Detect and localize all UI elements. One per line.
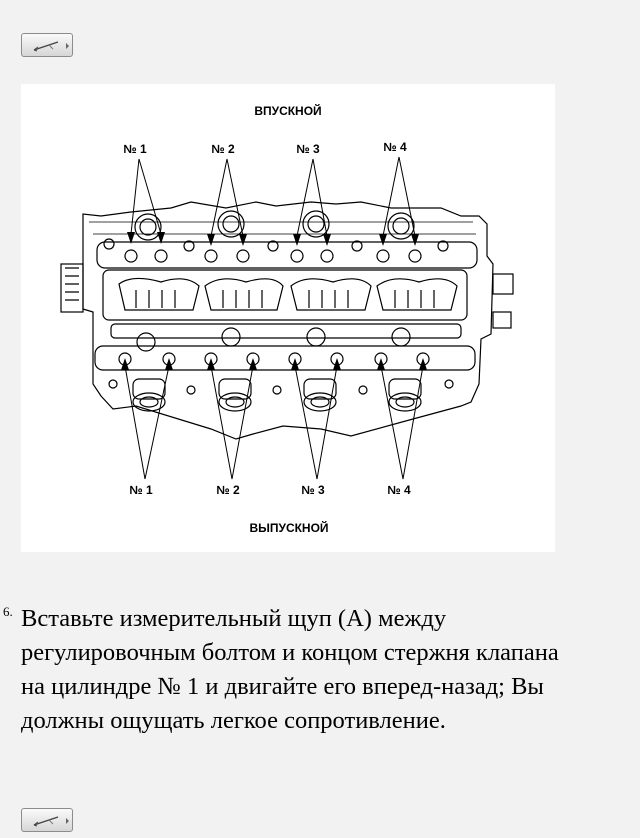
exhaust-label: ВЫПУСКНОЙ xyxy=(249,521,329,535)
cylinder-head-drawing xyxy=(60,156,514,480)
exhaust-cylinder-3-label: № 3 xyxy=(301,483,325,497)
step-instruction: Вставьте измерительный щуп (A) между рег… xyxy=(21,602,640,738)
step-line-3: на цилиндре № 1 и двигайте его вперед-на… xyxy=(21,673,544,700)
step-line-2: регулировочным болтом и концом стержня к… xyxy=(21,639,559,666)
intake-cylinder-4-label: № 4 xyxy=(383,140,407,154)
step-line-4: должны ощущать легкое сопротивление. xyxy=(21,707,446,734)
intake-label: ВПУСКНОЙ xyxy=(254,104,322,118)
exhaust-cylinder-2-label: № 2 xyxy=(216,483,240,497)
exhaust-cylinder-1-label: № 1 xyxy=(129,483,153,497)
annotate-button-bottom[interactable] xyxy=(21,808,73,832)
intake-cylinder-1-label: № 1 xyxy=(123,142,147,156)
exhaust-cylinder-4-label: № 4 xyxy=(387,483,411,497)
step-line-1: Вставьте измерительный щуп (A) между xyxy=(21,605,447,632)
annotate-button[interactable] xyxy=(21,33,73,57)
step-number: 6. xyxy=(3,604,13,619)
intake-cylinder-3-label: № 3 xyxy=(296,142,320,156)
pen-tool-icon xyxy=(33,41,69,52)
intake-cylinder-2-label: № 2 xyxy=(211,142,235,156)
valve-clearance-diagram: ВПУСКНОЙ № 1 № 2 № 3 № 4 № 1 № 2 № 3 № 4… xyxy=(21,84,555,552)
pen-tool-icon xyxy=(33,816,69,827)
